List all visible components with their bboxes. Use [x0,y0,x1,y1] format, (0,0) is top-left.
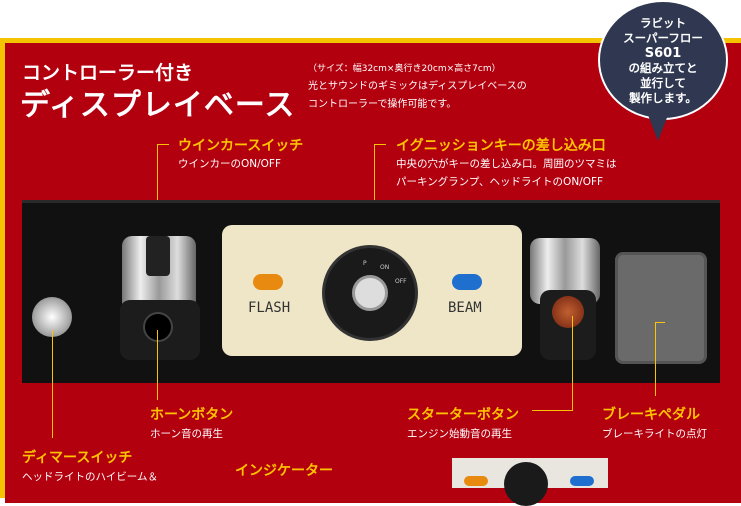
winker-switch-desc: ウインカーのON/OFF [178,158,282,170]
ignition-desc1: 中央の穴がキーの差し込み口。周囲のツマミは [396,158,617,170]
key-label-off: OFF [395,278,407,285]
winker-lever[interactable] [146,236,170,276]
description-line1: 光とサウンドのギミックはディスプレイベースの [308,81,527,92]
horn-button-desc: ホーン音の再生 [150,428,223,440]
brake-pedal-label: ブレーキペダル [602,407,700,423]
flash-label: FLASH [248,300,291,316]
bubble-line: スーパーフロー [623,31,703,45]
beam-indicator-lamp [452,274,482,290]
beam-label: BEAM [448,300,482,316]
ignition-desc2: パーキングランプ、ヘッドライトのON/OFF [396,176,604,188]
brake-pedal-desc: ブレーキライトの点灯 [602,428,707,440]
indicator-photo [452,458,608,506]
dimmer-switch-label: ディマースイッチ [22,450,133,466]
ignition-key-slot[interactable]: P ON OFF [322,245,418,341]
bubble-tail [648,115,668,141]
title-line1: コントローラー付き [22,62,194,84]
bubble-line: の組み立てと [628,61,698,75]
description-line2: コントローラーで操作可能です。 [308,99,457,110]
horn-button[interactable] [143,312,173,342]
brake-pedal[interactable] [615,252,707,364]
winker-switch-label: ウインカースイッチ [178,138,304,154]
key-label-p: P [363,260,367,267]
starter-button[interactable] [552,296,584,328]
bubble-line: ラビット [640,16,686,30]
starter-button-label: スターターボタン [407,407,519,423]
horn-button-label: ホーンボタン [150,407,234,423]
key-label-on: ON [380,264,390,271]
indicator-label: インジケーター [235,463,333,479]
ignition-label: イグニッションキーの差し込み口 [396,138,606,154]
size-note: （サイズ：幅32cm×奥行き20cm×高さ7cm） [308,64,501,74]
bubble-line: S601 [644,46,682,61]
dimmer-switch-desc: ヘッドライトのハイビーム＆ [22,471,158,483]
bubble-line: 並行して [640,76,686,90]
bubble-line: 製作します。 [629,91,697,105]
flash-indicator-lamp [253,274,283,290]
page-title: ディスプレイベース [20,88,296,123]
speech-bubble: ラビット スーパーフロー S601 の組み立てと 並行して 製作します。 [598,0,728,120]
starter-button-desc: エンジン始動音の再生 [407,428,512,440]
